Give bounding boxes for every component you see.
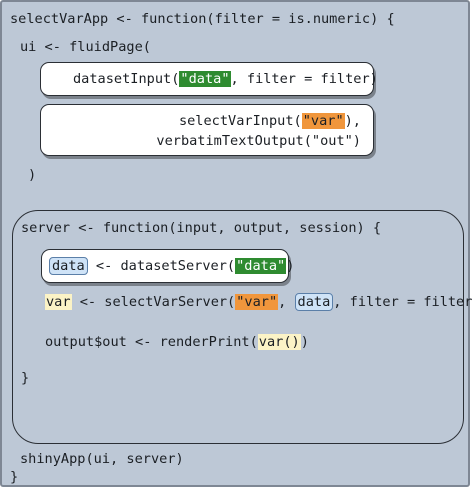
dataset-input-fn: datasetInput( bbox=[73, 71, 180, 87]
select-var-server-call: var <- selectVarServer("var", data, filt… bbox=[45, 293, 474, 311]
render-print-fn: output$out <- renderPrint( bbox=[45, 334, 258, 350]
server-function-close: } bbox=[21, 370, 30, 386]
var-call-highlight: var() bbox=[257, 334, 301, 350]
dataset-input-args: , filter = filter) bbox=[230, 71, 378, 87]
server-function-box: server <- function(input, output, sessio… bbox=[12, 210, 474, 444]
dataset-input-call: datasetInput("data", filter = filter) bbox=[73, 70, 378, 88]
select-var-input-fn: selectVarInput( bbox=[178, 113, 302, 129]
dataset-server-id-highlight: "data" bbox=[235, 258, 287, 274]
var-id-highlight: "var" bbox=[301, 113, 345, 129]
select-var-input-close: ), bbox=[344, 113, 361, 129]
data-reactive-highlight: data bbox=[49, 257, 88, 275]
dataset-server-fn: <- datasetServer( bbox=[87, 258, 236, 274]
dataset-server-close: ) bbox=[286, 258, 295, 274]
data-argument-highlight: data bbox=[294, 293, 334, 311]
dataset-server-box: data <- datasetServer("data") bbox=[41, 249, 294, 283]
function-close-brace: } bbox=[10, 469, 19, 485]
var-reactive-highlight: var bbox=[45, 294, 72, 310]
function-definition-line: selectVarApp <- function(filter = is.num… bbox=[10, 11, 395, 27]
dataset-input-box: datasetInput("data", filter = filter) bbox=[40, 62, 378, 96]
select-var-server-id-highlight: "var" bbox=[235, 294, 279, 310]
dataset-server-call: data <- datasetServer("data") bbox=[49, 257, 294, 275]
select-var-input-box: selectVarInput("var"), verbatimTextOutpu… bbox=[40, 104, 374, 156]
select-var-server-args: , filter = filter) bbox=[333, 294, 474, 310]
ui-fluidpage-close: ) bbox=[28, 167, 37, 183]
render-print-close: ) bbox=[300, 334, 309, 350]
ui-fluidpage-open: ui <- fluidPage( bbox=[20, 39, 151, 55]
select-var-server-fn: <- selectVarServer( bbox=[71, 294, 236, 310]
verbatim-text-output-call: verbatimTextOutput("out") bbox=[156, 133, 361, 149]
select-var-input-call: selectVarInput("var"), bbox=[179, 112, 361, 130]
argument-separator: , bbox=[278, 294, 295, 310]
render-print-line: output$out <- renderPrint(var()) bbox=[45, 333, 309, 351]
dataset-id-highlight: "data" bbox=[179, 71, 231, 87]
shiny-app-call: shinyApp(ui, server) bbox=[20, 451, 184, 467]
server-function-open: server <- function(input, output, sessio… bbox=[21, 220, 382, 236]
